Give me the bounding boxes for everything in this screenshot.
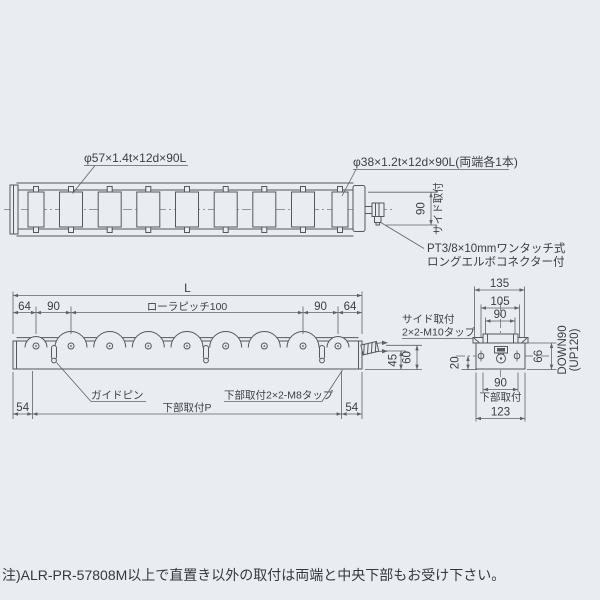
connector-label-line1: PT3/8×10mmワンタッチ式	[427, 242, 566, 255]
end-dim-66: 66	[527, 342, 557, 371]
bottom-tap-leader	[321, 369, 343, 402]
down-label: DOWN90	[557, 325, 569, 374]
left-end-pitch: 90	[47, 301, 60, 313]
bottom-tap-label: 下部取付2×2-M8タップ	[224, 389, 334, 402]
pitch-dims: 64 90 ローラピッチ100 90 64	[12, 301, 363, 334]
elbow-connector	[364, 202, 385, 226]
roller-label-leader	[72, 165, 96, 194]
end-fitting	[494, 346, 508, 364]
dim-90: 90	[494, 309, 507, 321]
side-rollers	[24, 331, 350, 350]
end-roller-label-leader	[341, 169, 357, 197]
up-label: (UP120)	[569, 328, 581, 371]
dim-45: 45	[388, 354, 400, 367]
connector-label-leader	[379, 221, 425, 249]
end-top-dims: 135 105 90	[474, 278, 525, 337]
dim-66: 66	[533, 350, 545, 363]
bottom-right-offset: 54	[345, 402, 358, 414]
right-end-pitch: 90	[314, 301, 327, 313]
end-roller-label: φ38×1.2t×12d×90L(両端各1本)	[353, 154, 518, 169]
end-bottom-dims: 90 下部取付 123	[475, 372, 526, 422]
footnote: 注)ALR-PR-57808M以上で直置き以外の取付は両端と中央下部もお受け下さ…	[2, 567, 505, 583]
top-side-mount-label: サイド取付	[432, 182, 445, 235]
end-rail	[482, 333, 519, 344]
dim-60: 60	[402, 351, 414, 364]
roller-pitch-label: ローラピッチ100	[147, 301, 228, 313]
roller-label: φ57×1.4t×12d×90L	[84, 151, 187, 165]
side-tap-holes	[477, 350, 521, 362]
top-view-side-mount-dim: 90 サイド取付	[368, 182, 445, 235]
bottom-left-offset: 54	[16, 402, 29, 414]
side-tap-label-line2: 2×2-M10タップ	[402, 327, 476, 339]
dim-105: 105	[490, 296, 509, 308]
guide-pin-label: ガイドピン	[91, 390, 144, 402]
end-view: 135 105 90 20 66 DOWN90 (UP120)	[450, 278, 581, 422]
bottom-pitch-label: 下部取付P	[162, 401, 211, 414]
air-fitting	[360, 340, 388, 356]
dim-20: 20	[450, 356, 462, 369]
left-end-offset: 64	[18, 301, 31, 313]
side-view: L 64 90 ローラピッチ100 90 64 45 6	[12, 281, 483, 419]
guide-pin-leader	[56, 362, 92, 402]
side-tap-label-line1: サイド取付	[402, 313, 455, 326]
dim-123: 123	[491, 407, 510, 419]
top-side-mount-value: 90	[416, 202, 428, 215]
end-dim-20: 20	[450, 355, 477, 371]
dim-135: 135	[490, 278, 509, 290]
bottom-dims: 54 下部取付P 54	[12, 371, 363, 419]
right-end-cap	[352, 185, 366, 232]
bottom-mount-label: 下部取付	[480, 391, 522, 404]
plan-rollers	[27, 186, 349, 233]
height-dims: 45 60	[365, 344, 422, 371]
length-value: L	[184, 281, 191, 295]
connector-label-line2: ロングエルボコネクター付	[427, 255, 565, 269]
right-end-offset: 64	[344, 301, 357, 313]
top-view: 90 サイド取付 φ57×1.4t×12d×90L φ38×1.2t×12d×9…	[4, 151, 566, 269]
bottom-dim-90: 90	[494, 378, 507, 390]
